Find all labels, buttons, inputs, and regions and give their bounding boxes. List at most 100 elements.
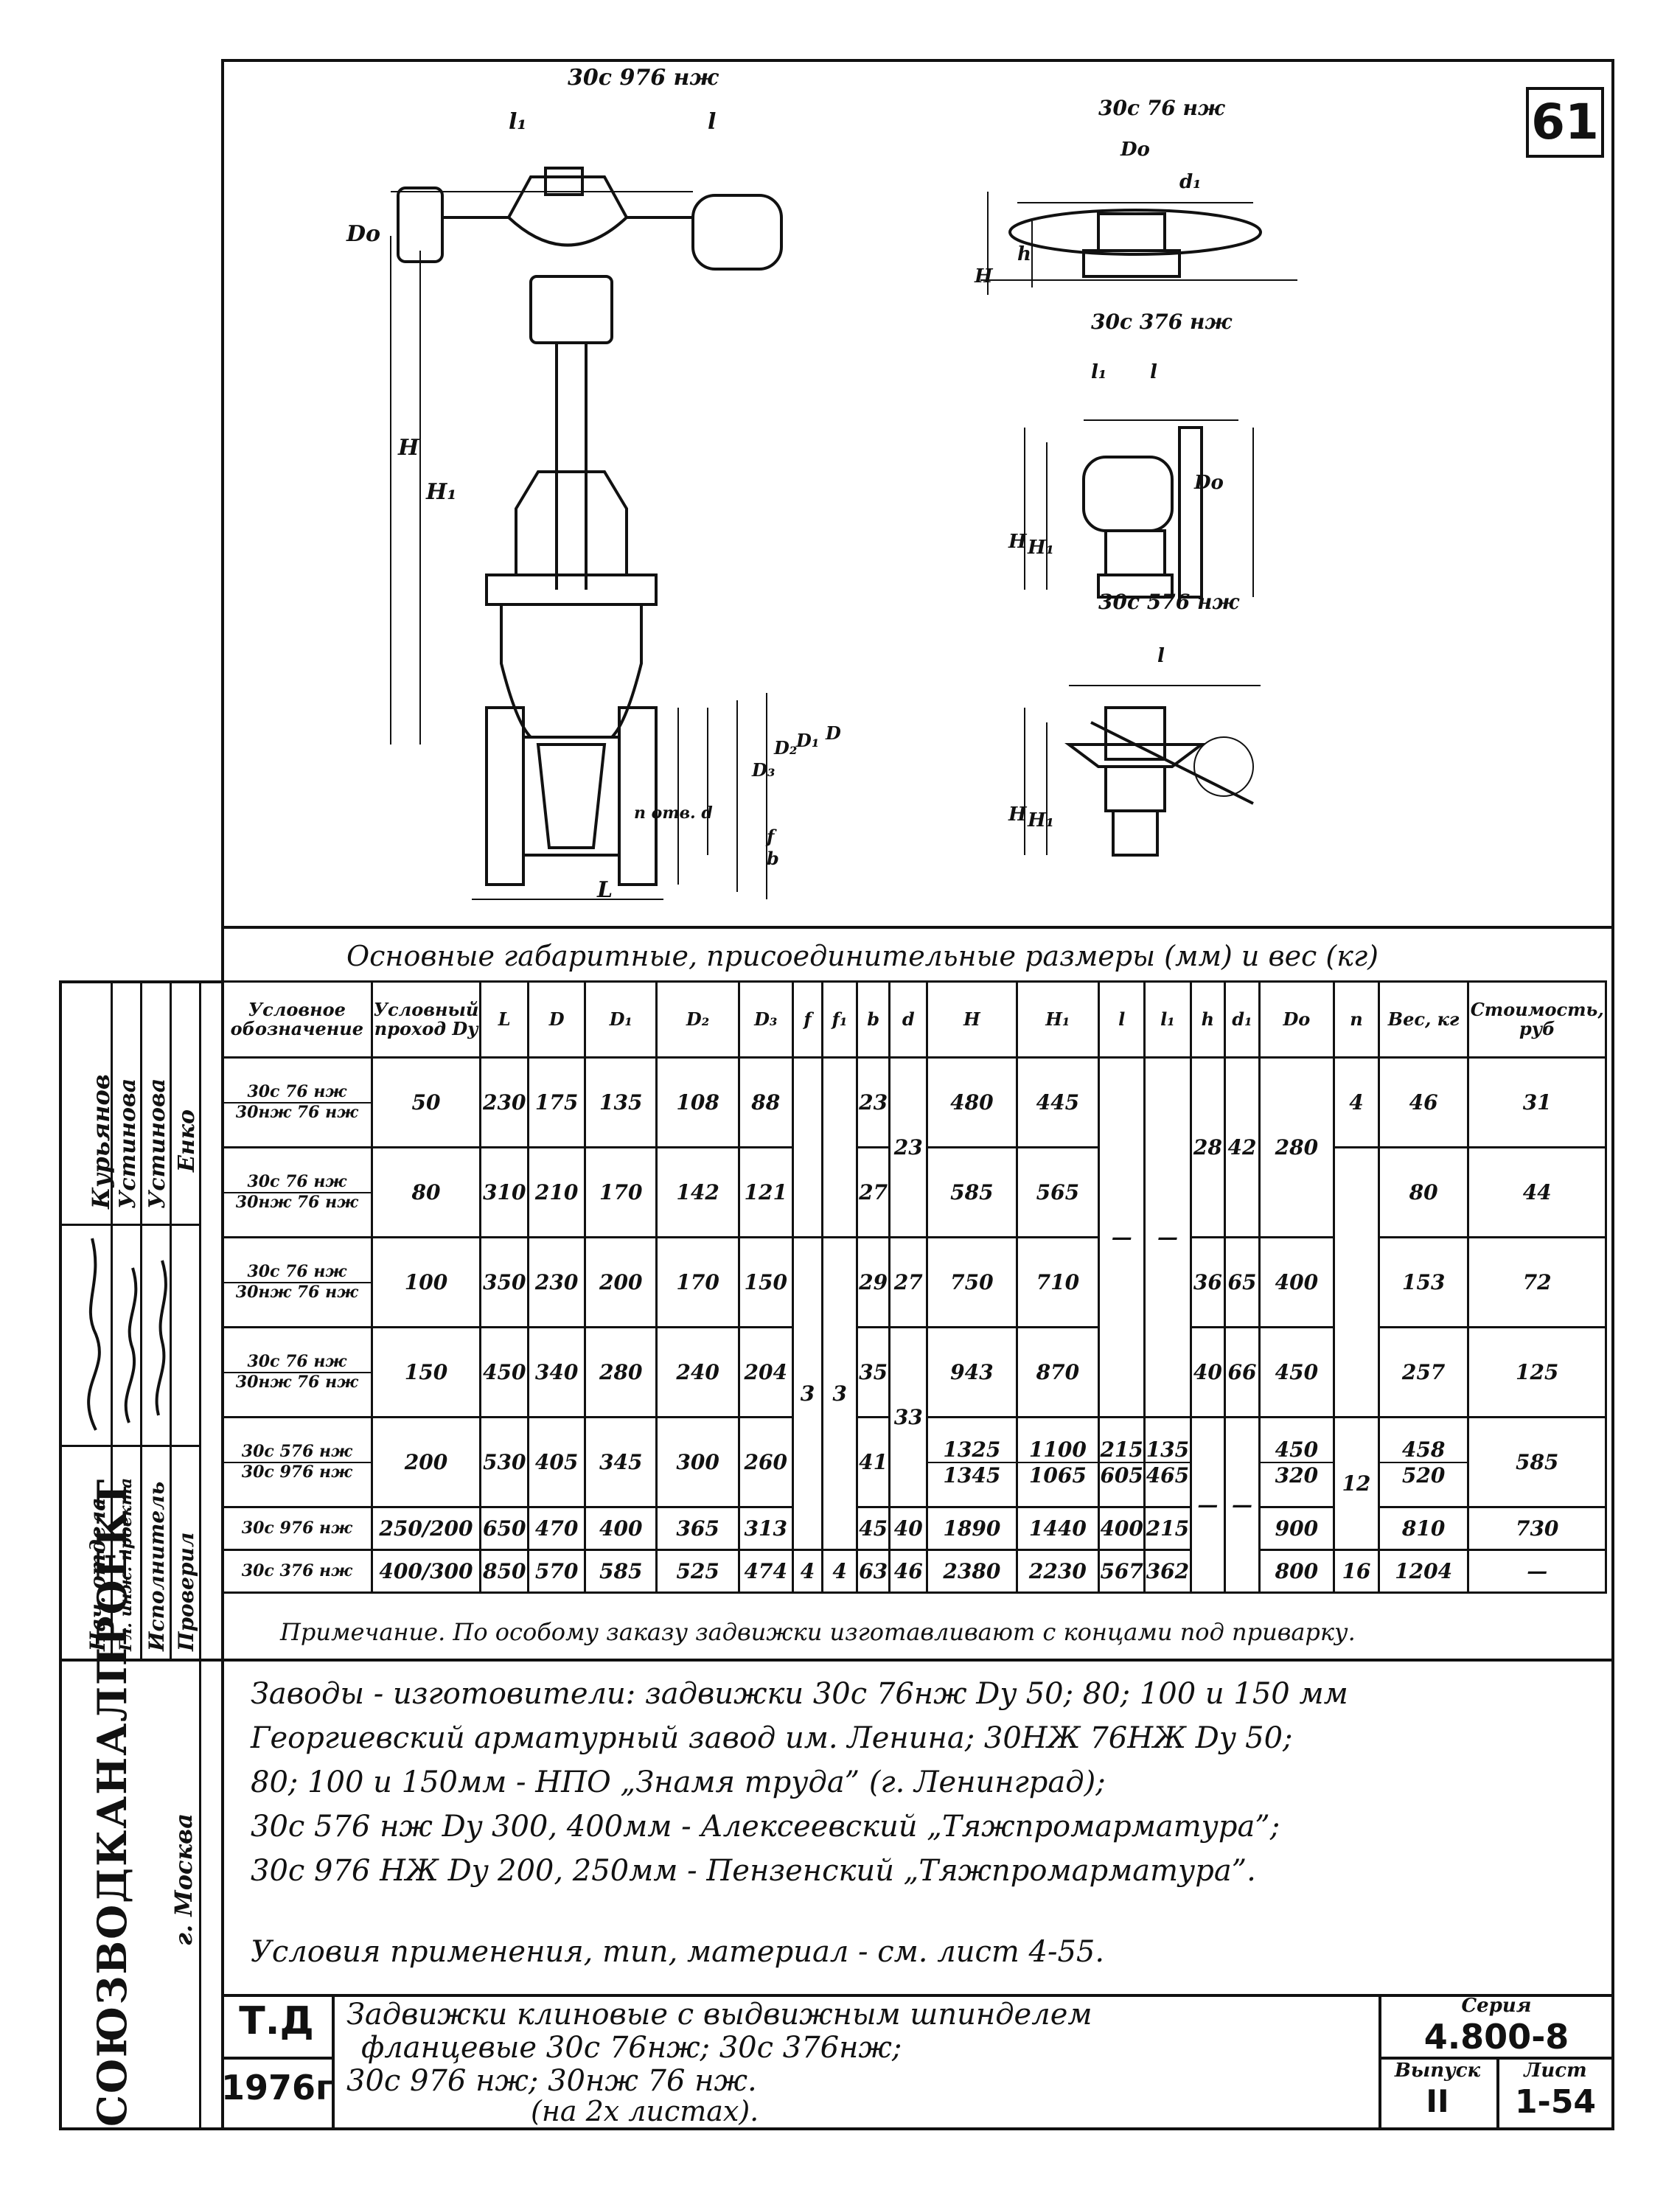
td-label: Т.Д <box>239 1999 314 2043</box>
cell-H1: 870 <box>1015 1326 1101 1418</box>
main-yoke <box>529 275 613 344</box>
cell-d1: 65 <box>1224 1236 1261 1328</box>
col-header: Dо <box>1258 980 1336 1059</box>
cell-D3: 150 <box>737 1236 794 1328</box>
valve-drawings <box>221 167 1614 929</box>
col-header: Условный проход Dy <box>370 980 482 1059</box>
col-header: D₁ <box>584 980 658 1059</box>
col-header: D₃ <box>737 980 794 1059</box>
dim-H1-bottom: H₁ <box>1028 809 1054 831</box>
cell-D: 340 <box>527 1326 587 1418</box>
stamp-col-rule <box>170 980 172 1659</box>
cell-D3: 88 <box>737 1056 794 1148</box>
col-header: d <box>888 980 929 1059</box>
stamp-col-rule <box>140 980 142 1659</box>
dim-d2: D₂ <box>774 737 798 759</box>
stamp-col-rule <box>199 980 201 2130</box>
cell-weight: 810 <box>1377 1506 1470 1551</box>
mid-handwheel-disk <box>1178 426 1203 599</box>
col-header: D₂ <box>655 980 740 1059</box>
cell-h: 40 <box>1189 1326 1227 1418</box>
main-right-flange <box>618 706 658 886</box>
dim-f: f <box>767 826 775 847</box>
row-designation: 30с 376 нж <box>221 1549 373 1594</box>
cell-h: — <box>1189 1416 1227 1594</box>
cell-H: 750 <box>926 1236 1018 1328</box>
cell-n: 4 <box>1333 1056 1380 1148</box>
mid-right-drawing-title: 30с 376 нж <box>1091 310 1232 334</box>
cell-l1: — <box>1143 1056 1192 1418</box>
cell-L: 650 <box>479 1506 530 1551</box>
bottom-right-drawing-title: 30с 576 нж <box>1098 590 1239 614</box>
description-line: Задвижки клиновые с выдвижным шпинделем <box>346 1998 1092 2032</box>
col-header: D <box>527 980 587 1059</box>
cell-b: 45 <box>855 1506 891 1551</box>
col-header: Вес, кг <box>1377 980 1470 1059</box>
cell-b: 63 <box>855 1549 891 1594</box>
cell-weight: 80 <box>1377 1146 1470 1238</box>
issue-label: Выпуск <box>1394 2060 1481 2082</box>
cell-D3: 474 <box>737 1549 794 1594</box>
dim-H-mid: H <box>1008 531 1027 553</box>
manufacturers-line: 80; 100 и 150мм - НПО „Знамя труда” (г. … <box>251 1765 1106 1799</box>
dim-d3: D₃ <box>752 759 775 781</box>
cell-D1: 170 <box>584 1146 658 1238</box>
stamp-row-rule <box>59 1659 224 1662</box>
cell-D2: 300 <box>655 1416 740 1508</box>
cell-d: 27 <box>888 1236 929 1328</box>
dim-H-topright: H <box>975 265 993 287</box>
cell-h: 36 <box>1189 1236 1227 1328</box>
manufacturers-line: Заводы - изготовители: задвижки 30с 76нж… <box>251 1677 1348 1711</box>
cell-dy: 200 <box>370 1416 482 1508</box>
sheet-number-box <box>1526 87 1604 158</box>
cell-weight: 153 <box>1377 1236 1470 1328</box>
cell-H1: 1440 <box>1015 1506 1101 1551</box>
conditions: Условия применения, тип, материал - см. … <box>251 1935 1105 1969</box>
cell-d1: 42 <box>1224 1056 1261 1238</box>
cell-Do: 800 <box>1258 1549 1336 1594</box>
series-left-rule <box>1378 1994 1381 2130</box>
cell-D2: 365 <box>655 1506 740 1551</box>
cell-D: 570 <box>527 1549 587 1594</box>
year-label: 1976г <box>221 2068 334 2107</box>
cell-H: 1890 <box>926 1506 1018 1551</box>
note-divider <box>221 1659 1614 1662</box>
cell-d: 46 <box>888 1549 929 1594</box>
cell-D1: 585 <box>584 1549 658 1594</box>
dim-h-topright: h <box>1017 243 1031 265</box>
cell-H: 585 <box>926 1146 1018 1238</box>
cell-Do: 280 <box>1258 1056 1336 1238</box>
cell-L: 450 <box>479 1326 530 1418</box>
cell-n: 16 <box>1333 1549 1380 1594</box>
sheet-label: Лист <box>1524 2060 1587 2082</box>
td-divider <box>221 2057 332 2060</box>
top-right-drawing-title: 30с 76 нж <box>1098 96 1225 120</box>
cell-D: 470 <box>527 1506 587 1551</box>
cell-D2: 170 <box>655 1236 740 1328</box>
cell-dy: 150 <box>370 1326 482 1418</box>
main-left-flange <box>485 706 525 886</box>
col-header: H <box>926 980 1018 1059</box>
cell-cost: 31 <box>1467 1056 1607 1148</box>
dim-L: L <box>597 877 613 903</box>
col-header: b <box>855 980 891 1059</box>
cell-D1: 200 <box>584 1236 658 1328</box>
main-drawing-title: 30с 976 нж <box>568 65 719 91</box>
cell-b: 35 <box>855 1326 891 1418</box>
cell-cost: 125 <box>1467 1326 1607 1418</box>
cell-l: 400 <box>1098 1506 1146 1551</box>
dim-l1: l₁ <box>509 109 527 135</box>
cell-d1: 66 <box>1224 1326 1261 1418</box>
cell-L: 230 <box>479 1056 530 1148</box>
cell-cost: 72 <box>1467 1236 1607 1328</box>
dim-nd: n отв. d <box>634 803 713 823</box>
cell-dy: 80 <box>370 1146 482 1238</box>
dim-d1: D₁ <box>796 730 820 751</box>
